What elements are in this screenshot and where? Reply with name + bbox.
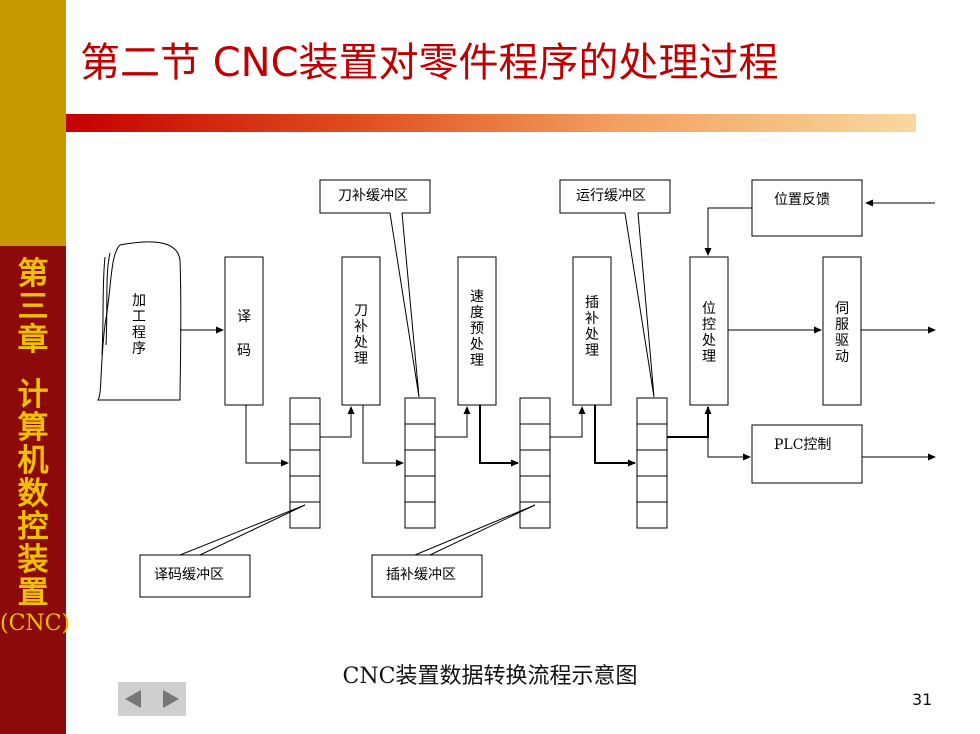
slide-nav	[118, 682, 186, 716]
diagram-text: 译	[237, 309, 251, 325]
diagram-text: 度	[470, 305, 484, 321]
tool-buffer	[404, 397, 436, 529]
previous-slide-button[interactable]	[118, 682, 152, 716]
tool-buffer-label: 刀补缓冲区	[338, 188, 408, 204]
interp-buffer-label: 插补缓冲区	[386, 567, 456, 583]
diagram-text: 补	[354, 319, 368, 335]
feedback-box	[751, 179, 863, 237]
diagram-text: 理	[354, 351, 368, 367]
interp-label: 插 补 处 理	[585, 295, 599, 359]
decode-label: 译 码	[237, 309, 251, 359]
chapter-suffix: (CNC)	[0, 611, 71, 636]
decode-box	[224, 256, 264, 406]
chapter-char: 计	[17, 377, 49, 413]
plc-label: PLC控制	[774, 437, 831, 453]
diagram-text: 理	[470, 353, 484, 369]
page-title: 第二节 CNC装置对零件程序的处理过程	[80, 40, 779, 86]
interp-box	[572, 256, 612, 406]
chapter-char: 装	[17, 542, 49, 578]
chapter-char: 置	[17, 575, 49, 611]
diagram-text: 位	[702, 301, 716, 317]
speed-pre-box	[457, 256, 497, 406]
title-underline-bar	[66, 114, 916, 132]
callout-tool-buffer	[319, 179, 431, 398]
tool-comp-box	[341, 256, 381, 406]
next-slide-button[interactable]	[152, 682, 186, 716]
diagram-text: 控	[702, 317, 716, 333]
diagram-text: 驱	[835, 333, 849, 349]
servo-box	[822, 256, 862, 406]
callout-decode-buffer	[139, 504, 306, 598]
sidebar: 第 三 章 计 算 机 数 控 装 置 (CNC)	[0, 0, 71, 734]
diagram-text: 处	[585, 327, 599, 343]
diagram-text: 处	[354, 335, 368, 351]
run-buffer-label: 运行缓冲区	[576, 188, 646, 204]
diagram-text: 处	[702, 333, 716, 349]
diagram-text: 服	[835, 317, 849, 333]
feedback-label: 位置反馈	[774, 192, 830, 208]
position-label: 位 控 处 理	[702, 301, 716, 365]
decode-buffer-label: 译码缓冲区	[154, 567, 224, 583]
chapter-char: 章	[17, 322, 49, 358]
diagram-text: 动	[835, 349, 849, 365]
diagram-text: 码	[237, 343, 251, 359]
chapter-char: 控	[17, 509, 49, 545]
diagram-text: 补	[585, 311, 599, 327]
page-number: 31	[912, 690, 933, 709]
diagram-text: 刀	[354, 303, 368, 319]
diagram-text: 预	[470, 321, 484, 337]
diagram-text: 序	[132, 341, 146, 357]
input-program-shape	[96, 241, 182, 401]
diagram-text: 工	[132, 309, 146, 325]
chapter-char: 数	[17, 476, 49, 512]
callout-run-buffer	[559, 179, 671, 398]
flow-diagram: 加 工 程 序 译 码 刀 补 处 理 速 度 预 处 理 插 补 处 理 位 …	[96, 179, 936, 598]
servo-label: 伺 服 驱 动	[835, 301, 849, 365]
speed-pre-label: 速 度 预 处 理	[470, 289, 484, 369]
input-program-label: 加 工 程 序	[132, 293, 146, 357]
sidebar-top-band	[0, 0, 66, 246]
diagram-text: 伺	[835, 301, 849, 317]
position-box	[689, 256, 729, 406]
diagram-text: 理	[702, 349, 716, 365]
diagram-text: 速	[470, 289, 484, 305]
chapter-label: 第 三 章 计 算 机 数 控 装 置 (CNC)	[0, 256, 71, 636]
run-buffer	[636, 397, 668, 529]
callout-interp-buffer	[371, 504, 536, 598]
plc-box	[751, 424, 863, 484]
chapter-char: 三	[17, 289, 49, 325]
decode-buffer	[289, 397, 321, 529]
arrow-left-icon	[125, 690, 141, 708]
diagram-text: 理	[585, 343, 599, 359]
diagram-text: 加	[132, 293, 146, 309]
arrow-right-icon	[163, 690, 179, 708]
chapter-char: 第	[17, 256, 49, 292]
diagram-text: 插	[585, 295, 599, 311]
interp-buffer	[519, 397, 551, 529]
diagram-caption: CNC装置数据转换流程示意图	[342, 664, 638, 689]
diagram-text: 程	[132, 325, 146, 341]
tool-comp-label: 刀 补 处 理	[354, 303, 368, 367]
chapter-char: 机	[17, 443, 49, 479]
diagram-text: 处	[470, 337, 484, 353]
chapter-char: 算	[17, 410, 49, 446]
